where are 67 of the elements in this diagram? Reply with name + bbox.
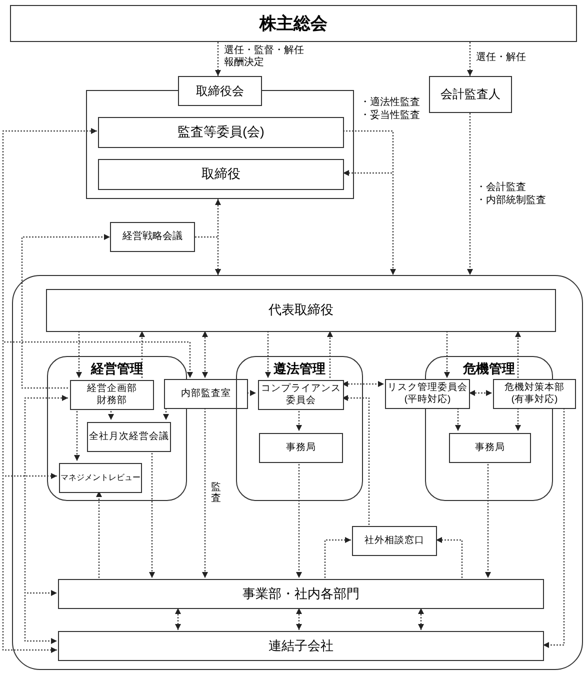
dotted-arrow — [2, 128, 193, 378]
dotted-arrow — [24, 398, 68, 644]
process-box — [429, 76, 512, 113]
process-box — [98, 117, 344, 148]
dotted-arrow — [194, 236, 221, 276]
node-label: 事務局 — [286, 442, 316, 454]
dotted-arrow — [24, 395, 68, 596]
node-label: 事務局 — [475, 442, 505, 454]
dotted-arrow — [467, 112, 473, 276]
node-label: 株主総会 — [260, 12, 328, 34]
process-box — [10, 5, 577, 42]
dotted-arrow — [22, 234, 110, 388]
node-label: 経営戦略会議 — [122, 230, 182, 244]
node-label: 内部監査室 — [181, 388, 231, 400]
process-box — [493, 379, 576, 409]
node-label: (平時対応) — [404, 394, 451, 406]
group-heading: 経営管理 — [91, 361, 143, 378]
node-label: 連結子会社 — [268, 638, 334, 654]
node-label: コンプライアンス委員会 — [260, 383, 342, 407]
group-panel — [236, 356, 363, 501]
dotted-arrow — [139, 330, 145, 378]
dotted-arrow — [468, 390, 492, 396]
process-box — [58, 631, 544, 661]
node-label: 会計監査人 — [440, 87, 500, 102]
node-label: 経営企画部 — [87, 383, 137, 395]
process-box — [259, 433, 343, 463]
node-label: マネジメントレビュー — [60, 473, 140, 483]
node-label: (有事対応) — [511, 394, 558, 406]
process-box — [449, 433, 531, 463]
process-box — [46, 289, 556, 332]
node-label: 社外相談窓口 — [364, 535, 424, 547]
group-heading: 危機管理 — [463, 361, 515, 378]
dotted-arrow — [324, 537, 352, 578]
process-box — [59, 463, 142, 493]
node-label: 全社月次経営会議 — [89, 431, 169, 443]
dotted-arrow — [467, 42, 473, 76]
dotted-arrow — [327, 330, 333, 378]
node-label: 監査等委員(会) — [178, 124, 264, 141]
edge-label: 監査 — [211, 482, 221, 504]
node-label: 取締役 — [202, 166, 240, 183]
process-box — [70, 380, 154, 410]
process-box — [110, 222, 195, 252]
process-box — [385, 379, 470, 409]
dotted-arrow — [215, 42, 221, 76]
dotted-arrow — [175, 608, 181, 630]
edge-label: 選任・監督・解任報酬決定 — [224, 45, 306, 69]
dotted-arrow — [436, 537, 462, 578]
process-box — [352, 526, 437, 556]
dotted-arrow — [296, 608, 302, 630]
process-box — [164, 379, 248, 409]
node-label: 財務部 — [97, 395, 127, 407]
dotted-arrow — [202, 330, 208, 378]
node-label: 代表取締役 — [268, 302, 334, 319]
dotted-arrow — [96, 490, 102, 578]
group-heading: 遵法管理 — [274, 361, 326, 378]
dotted-arrow — [418, 608, 424, 630]
boundary-frame — [12, 275, 583, 670]
process-box — [58, 579, 544, 609]
dotted-arrow — [342, 130, 394, 176]
node-label: 事業部・社内各部門 — [242, 586, 360, 602]
process-box — [178, 76, 262, 106]
node-label: 危機対策本部 — [504, 382, 564, 394]
process-box — [98, 159, 344, 190]
node-label: 取締役会 — [196, 84, 244, 98]
dotted-arrow — [515, 330, 521, 378]
node-label: リスク管理委員会 — [388, 382, 468, 394]
process-box — [87, 422, 171, 452]
